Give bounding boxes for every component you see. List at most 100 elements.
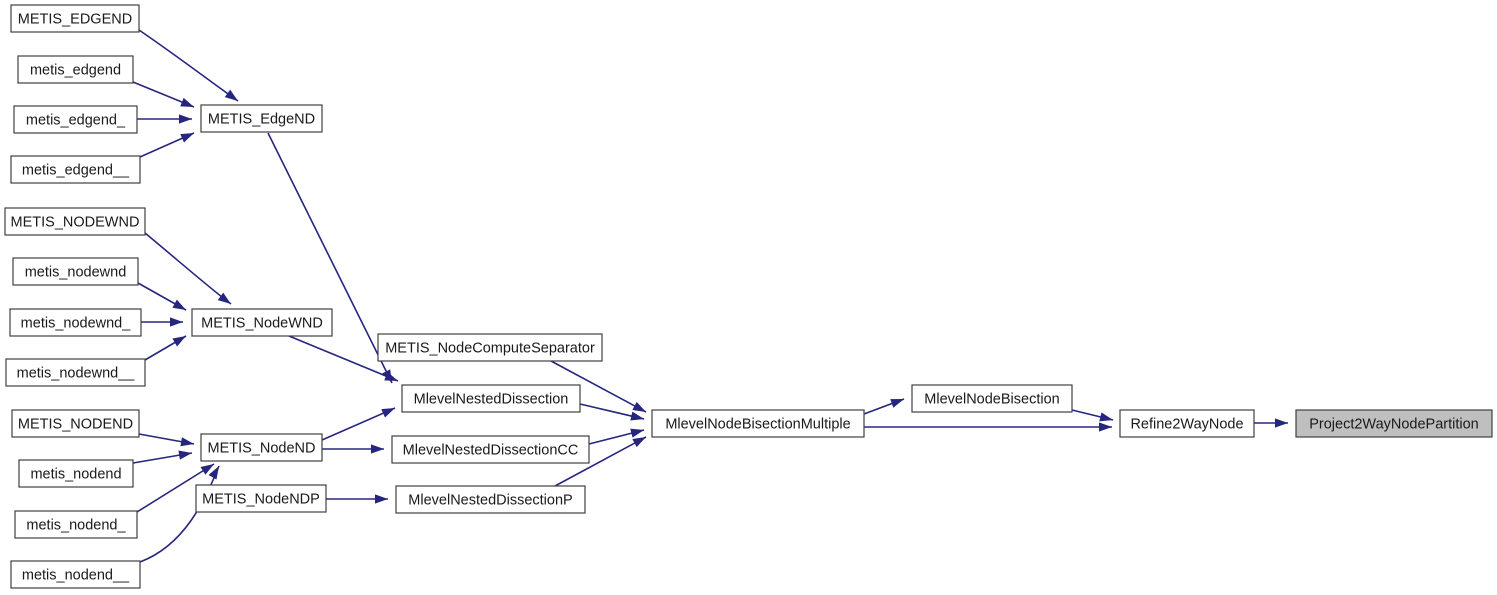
graph-node[interactable]: METIS_NODEWND [4,207,146,236]
arrow-head-icon [890,399,904,408]
arrow-head-icon [179,114,192,124]
graph-node[interactable]: Project2WayNodePartition [1295,409,1493,438]
graph-node-label: metis_edgend__ [22,162,130,178]
graph-node-label: METIS_NodeWND [201,315,323,331]
graph-node[interactable]: metis_nodewnd [12,257,139,286]
graph-node-box[interactable] [200,433,323,462]
graph-node-box[interactable] [18,459,134,488]
call-edge [136,463,215,513]
graph-node[interactable]: metis_edgend_ [13,105,138,134]
graph-node[interactable]: METIS_NodeNDP [195,484,327,513]
graph-node-label: MlevelNestedDissectionCC [403,442,579,458]
arrow-head-icon [1099,412,1113,422]
graph-node[interactable]: METIS_NodeComputeSeparator [377,333,603,362]
graph-node-box[interactable] [195,484,327,513]
call-edge [139,465,220,563]
graph-node[interactable]: metis_nodend [18,459,134,488]
graph-node-label: metis_nodewnd__ [17,365,136,381]
graph-node-label: METIS_EdgeND [208,111,315,127]
arrow-head-icon [172,336,186,347]
arrow-head-icon [632,437,646,448]
graph-node-box[interactable] [391,435,590,464]
graph-node-label: metis_edgend [30,62,121,78]
graph-node-box[interactable] [401,384,581,413]
graph-node-label: METIS_EDGEND [18,11,132,27]
graph-node-box[interactable] [911,384,1073,413]
graph-node-label: METIS_NodeComputeSeparator [385,340,595,356]
graph-node-box[interactable] [17,55,134,84]
call-edge [550,360,647,413]
graph-node-box[interactable] [12,257,139,286]
graph-node-box[interactable] [4,207,146,236]
graph-node[interactable]: metis_edgend [17,55,134,84]
graph-node-label: METIS_NODEWND [11,214,140,230]
arrow-head-icon [200,464,214,475]
graph-node-box[interactable] [5,358,146,387]
graph-node-box[interactable] [9,308,142,337]
graph-node[interactable]: metis_nodewnd_ [9,308,142,337]
graph-node[interactable]: metis_nodewnd__ [5,358,146,387]
graph-node-box[interactable] [651,409,865,438]
graph-node-label: metis_nodewnd_ [21,315,132,331]
graph-node-label: MlevelNodeBisectionMultiple [665,416,850,432]
graph-node-label: Project2WayNodePartition [1309,416,1479,432]
arrow-head-icon [1275,418,1288,428]
graph-node[interactable]: metis_nodend__ [10,560,141,589]
graph-node-label: metis_nodend [30,466,121,482]
graph-node-label: MlevelNestedDissection [414,391,569,407]
graph-node-box[interactable] [191,308,333,337]
graph-node-box[interactable] [395,485,586,514]
graph-node-label: metis_edgend_ [26,112,126,128]
graph-node-box[interactable] [14,510,138,539]
graph-node[interactable]: METIS_EDGEND [10,4,140,33]
graph-node-box[interactable] [10,560,141,589]
graph-node[interactable]: MlevelNodeBisectionMultiple [651,409,865,438]
graph-node-box[interactable] [13,105,138,134]
call-edge [288,335,399,382]
arrow-head-icon [632,401,646,412]
graph-node[interactable]: Refine2WayNode [1119,409,1255,438]
arrow-head-icon [375,494,388,504]
call-edge [267,132,393,384]
graph-node-box[interactable] [1295,409,1493,438]
graph-node-box[interactable] [10,4,140,33]
arrow-head-icon [170,317,183,327]
arrow-head-icon [630,411,644,421]
graph-node-box[interactable] [1119,409,1255,438]
graph-node-label: METIS_NodeND [208,440,316,456]
graph-node-box[interactable] [200,104,323,133]
graph-node[interactable]: metis_edgend__ [10,155,141,184]
nodes-layer: METIS_EDGEND metis_edgend metis_edgend_met… [4,4,1493,589]
graph-node-label: MlevelNodeBisection [924,391,1059,407]
graph-node-label: METIS_NodeNDP [202,491,320,507]
graph-node-label: Refine2WayNode [1130,416,1243,432]
arrow-head-icon [180,97,194,107]
graph-node-box[interactable] [377,333,603,362]
graph-node-box[interactable] [10,155,141,184]
graph-node[interactable]: MlevelNestedDissectionP [395,485,586,514]
arrow-head-icon [1099,422,1112,432]
graph-node[interactable]: METIS_EdgeND [200,104,323,133]
arrow-head-icon [224,89,238,101]
arrow-head-icon [384,371,398,381]
arrowheads-layer [170,89,1288,504]
graph-node[interactable]: MlevelNestedDissection [401,384,581,413]
graph-node[interactable]: MlevelNestedDissectionCC [391,435,590,464]
arrow-head-icon [180,133,194,143]
arrow-head-icon [217,292,231,304]
graph-node[interactable]: MlevelNodeBisection [911,384,1073,413]
arrow-head-icon [381,408,395,418]
graph-node-label: metis_nodewnd [25,264,127,280]
graph-node[interactable]: metis_nodend_ [14,510,138,539]
graph-node-label: metis_nodend__ [22,567,130,583]
arrow-head-icon [371,444,384,454]
call-edge [321,407,396,441]
graph-node[interactable]: METIS_NODEND [11,409,140,438]
graph-node-label: metis_nodend_ [26,517,126,533]
graph-node[interactable]: METIS_NodeWND [191,308,333,337]
graph-node[interactable]: METIS_NodeND [200,433,323,462]
arrow-head-icon [208,466,219,480]
graph-node-box[interactable] [11,409,140,438]
arrow-head-icon [630,428,644,438]
